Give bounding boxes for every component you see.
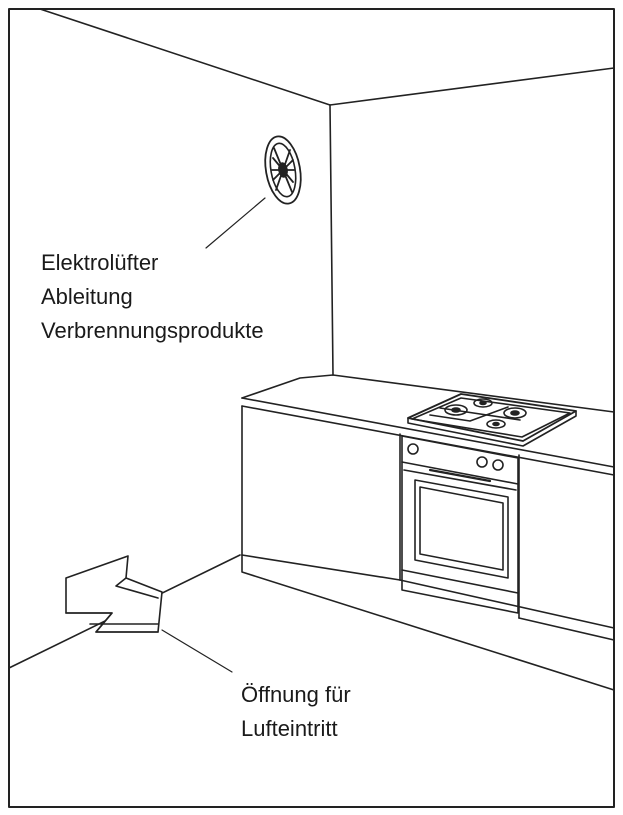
fan-label-line-1: Elektrolüfter xyxy=(41,250,159,275)
oven-icon xyxy=(402,436,518,613)
fan-label-line-2: Ableitung xyxy=(41,284,133,309)
countertop xyxy=(242,375,614,475)
inlet-label-line-1: Öffnung für xyxy=(241,682,351,707)
fan-label: Elektrolüfter Ableitung Verbrennungsprod… xyxy=(41,246,264,348)
inlet-label-line-2: Lufteintritt xyxy=(241,716,338,741)
plinth xyxy=(242,555,614,690)
left-cabinet xyxy=(242,406,400,580)
gas-hob-icon xyxy=(408,394,576,446)
diagram-frame xyxy=(9,9,614,807)
air-inlet-arrow-icon xyxy=(66,556,162,632)
fan-leader-line xyxy=(206,198,265,248)
right-cabinet xyxy=(519,455,614,640)
wall-fan-icon xyxy=(260,134,305,207)
fan-label-line-3: Verbrennungsprodukte xyxy=(41,318,264,343)
inlet-leader-line xyxy=(162,630,232,672)
inlet-label: Öffnung für Lufteintritt xyxy=(241,678,351,746)
